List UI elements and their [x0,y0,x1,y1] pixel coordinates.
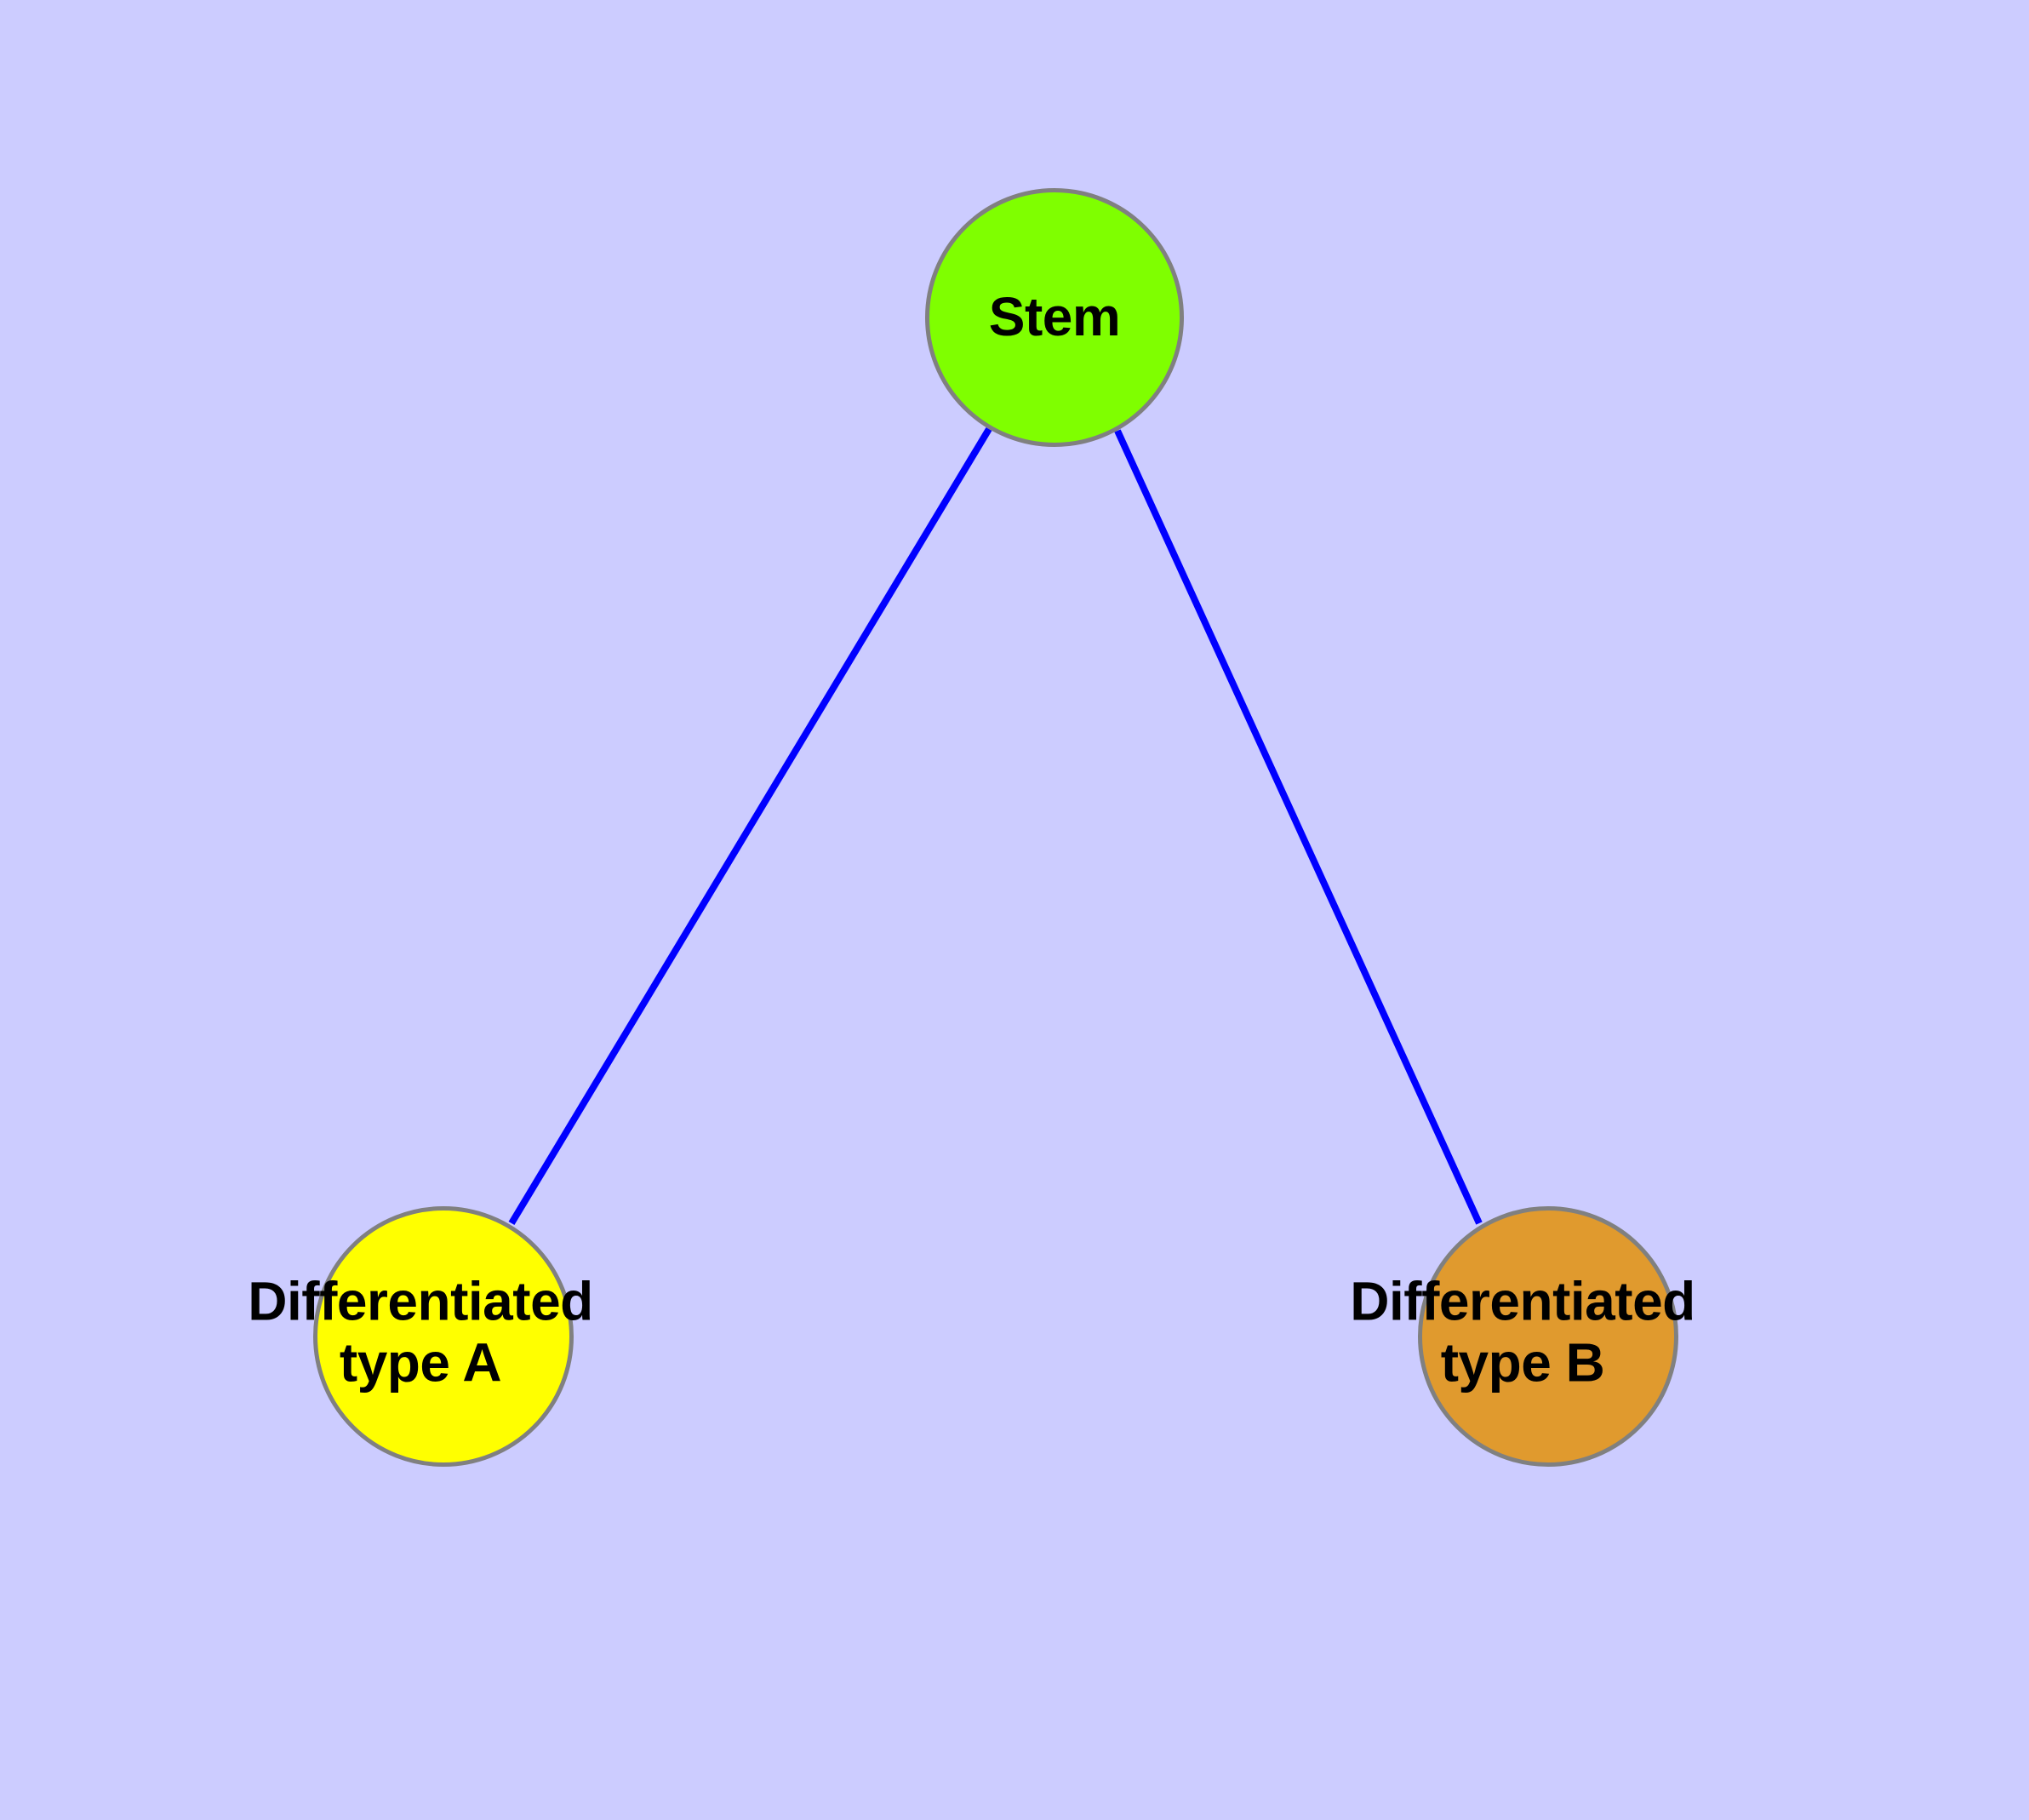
edge-stem-to-diff-b [1114,429,1483,1225]
node-differentiated-type-a[interactable] [313,1206,574,1467]
node-differentiated-type-b[interactable] [1418,1206,1678,1467]
node-stem[interactable] [925,188,1184,447]
edge-stem-to-diff-a [508,426,992,1226]
